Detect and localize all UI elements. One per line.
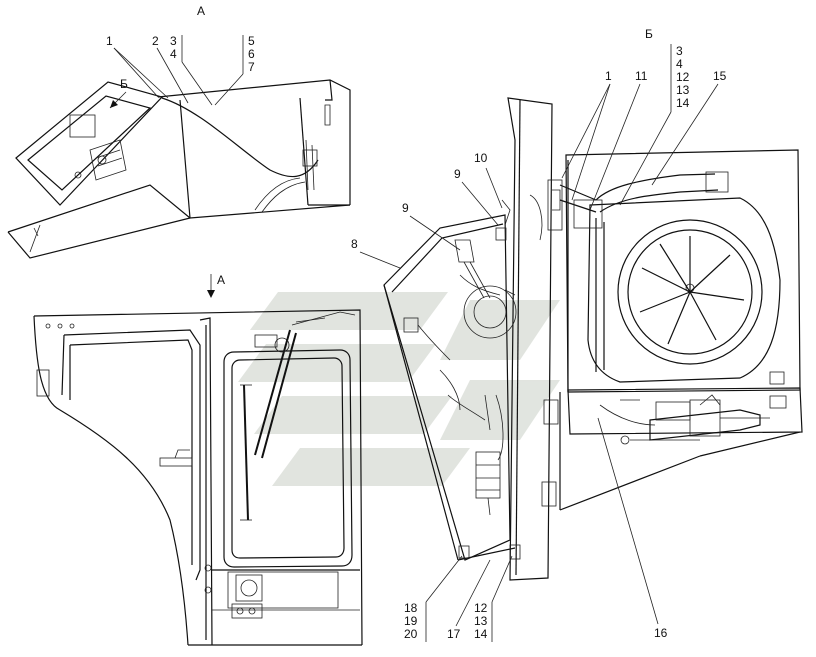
leader-line xyxy=(461,181,499,226)
callout-15: 15 xyxy=(713,69,727,83)
leader-line xyxy=(597,417,659,625)
leader-line xyxy=(113,47,159,98)
arrow-b-label: Б xyxy=(120,77,128,91)
heater-front-view xyxy=(541,149,803,511)
callout-16: 16 xyxy=(654,626,668,640)
callout-14-right: 14 xyxy=(676,96,690,110)
leader-line xyxy=(455,559,491,627)
leader-line xyxy=(491,555,513,603)
leader-line xyxy=(214,73,244,106)
callout-10: 10 xyxy=(474,151,488,165)
heater-side-view xyxy=(383,97,561,581)
leader-line xyxy=(425,555,463,603)
callout-18: 18 xyxy=(404,601,418,615)
leader-line xyxy=(619,111,672,206)
callout-2: 2 xyxy=(152,34,159,48)
callout-5: 5 xyxy=(248,34,255,48)
callout-14-bottom: 14 xyxy=(474,627,488,641)
callout-13-bottom: 13 xyxy=(474,614,488,628)
view-a-title: А xyxy=(197,4,205,18)
callout-6: 6 xyxy=(248,47,255,61)
callout-12-right: 12 xyxy=(676,70,690,84)
arrow-b-head xyxy=(110,100,118,108)
callout-12-bottom: 12 xyxy=(474,601,488,615)
callout-3-right: 3 xyxy=(676,44,683,58)
callout-1-view-a: 1 xyxy=(106,34,113,48)
callout-13-right: 13 xyxy=(676,83,690,97)
leader-line xyxy=(156,47,189,104)
callout-8: 8 xyxy=(351,237,358,251)
callout-11: 11 xyxy=(635,69,648,83)
callout-9-upper: 9 xyxy=(454,167,461,181)
leader-line xyxy=(485,167,503,209)
arrow-a-label: А xyxy=(217,273,225,287)
arrow-a-head xyxy=(207,290,215,298)
leader-line xyxy=(113,47,169,99)
leader-line xyxy=(409,215,461,251)
callout-20: 20 xyxy=(404,627,418,641)
callout-19: 19 xyxy=(404,614,418,628)
callout-1-view-b: 1 xyxy=(605,69,612,83)
callout-3: 3 xyxy=(170,34,177,48)
cab-front-view xyxy=(33,309,363,646)
leader-line xyxy=(589,83,641,211)
leader-line xyxy=(651,83,719,186)
leader-line xyxy=(571,83,611,201)
callout-4: 4 xyxy=(170,47,177,61)
leader-line xyxy=(181,61,213,106)
callout-7: 7 xyxy=(248,60,255,74)
callout-9-lower: 9 xyxy=(402,201,409,215)
view-b-title: Б xyxy=(645,27,653,41)
callout-17: 17 xyxy=(447,627,461,641)
leader-line xyxy=(359,251,401,269)
callout-4-right: 4 xyxy=(676,57,683,71)
leader-line xyxy=(561,83,611,179)
view-a-drawing xyxy=(7,79,351,259)
